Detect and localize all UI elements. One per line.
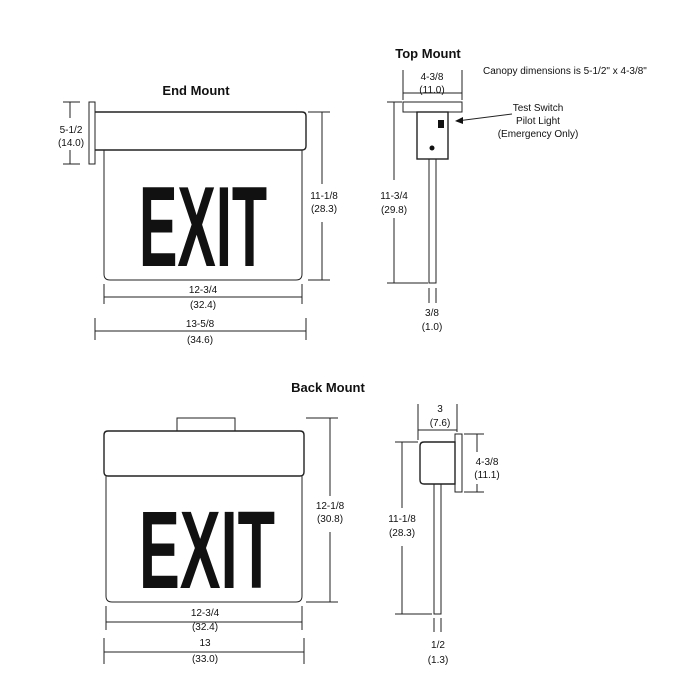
pilot-light-note: Pilot Light (516, 116, 560, 127)
side-view-panel (433, 483, 442, 615)
end-mount-view: End Mount EXIT 5-1/2 (14.0) 11-1/8 (28.3… (58, 83, 338, 346)
back-mount-height-metric: (30.8) (317, 514, 343, 525)
side-view-panel-depth-metric: (1.3) (428, 655, 449, 666)
end-mount-inner-width-dim-line (103, 284, 303, 304)
top-mount-canopy-width-metric: (11.0) (419, 85, 444, 96)
end-mount-canopy (88, 101, 96, 165)
side-view-height-dim-line (395, 441, 432, 615)
back-mount-inner-width: 12-3/4 (191, 608, 220, 619)
back-mount-view: Back Mount EXIT 12-1/8 (30.8) 12-3/4 (32… (103, 380, 366, 665)
top-mount-canopy (402, 101, 463, 113)
back-mount-housing (103, 430, 305, 477)
back-mount-height-dim-line (306, 417, 338, 603)
test-switch-leader-line (456, 113, 513, 122)
back-mount-overall-width: 13 (199, 638, 211, 649)
back-mount-side-view: 3 (7.6) 4-3/8 (11.1) 11-1/8 (28.3) 1/2 (… (388, 404, 500, 666)
top-mount-height-dim-line (387, 101, 428, 284)
end-mount-canopy-dim-line (63, 101, 80, 165)
canopy-note: Canopy dimensions is 5-1/2" x 4-3/8" (483, 66, 647, 77)
end-mount-title: End Mount (162, 83, 230, 98)
end-mount-overall-width-metric: (34.6) (187, 335, 213, 346)
end-mount-height: 11-1/8 (310, 191, 338, 202)
side-view-height: 11-1/8 (388, 514, 416, 525)
end-mount-exit-legend: EXIT (139, 164, 267, 291)
side-view-canopy-height-metric: (11.1) (474, 470, 499, 481)
back-mount-overall-width-dim-line (103, 638, 305, 664)
back-mount-inner-width-dim-line (105, 606, 303, 630)
side-view-height-metric: (28.3) (389, 528, 415, 539)
top-mount-canopy-width: 4-3/8 (421, 72, 444, 83)
side-view-canopy (454, 433, 463, 493)
top-mount-depth-dim-line (428, 288, 437, 303)
end-mount-canopy-height-metric: (14.0) (58, 138, 84, 149)
back-mount-exit-legend: EXIT (139, 489, 275, 612)
end-mount-overall-width-dim-line (94, 318, 307, 340)
end-mount-housing (95, 111, 307, 151)
back-mount-overall-width-metric: (33.0) (192, 654, 218, 665)
test-switch-icon (438, 120, 444, 128)
end-mount-inner-width-metric: (32.4) (190, 300, 216, 311)
top-mount-housing (416, 111, 449, 160)
test-switch-note: Test Switch (513, 103, 564, 114)
top-mount-canopy-dim-line (402, 70, 463, 100)
top-mount-height: 11-3/4 (380, 191, 408, 202)
end-mount-inner-width: 12-3/4 (189, 285, 218, 296)
side-view-canopy-height: 4-3/8 (476, 457, 499, 468)
emergency-only-note: (Emergency Only) (498, 129, 579, 140)
top-mount-panel (428, 158, 437, 284)
back-mount-height: 12-1/8 (316, 501, 345, 512)
side-view-depth: 3 (437, 404, 443, 415)
back-mount-title: Back Mount (291, 380, 365, 395)
side-view-panel-depth-dim-line (433, 618, 442, 632)
side-view-housing (419, 441, 456, 485)
top-mount-height-metric: (29.8) (381, 205, 407, 216)
side-view-panel-depth: 1/2 (431, 640, 445, 651)
top-mount-depth-metric: (1.0) (422, 322, 443, 333)
end-mount-overall-width: 13-5/8 (186, 319, 215, 330)
side-view-canopy-dim-line (464, 433, 484, 493)
leader-arrowhead-icon (455, 117, 463, 124)
end-mount-panel (103, 150, 303, 281)
end-mount-height-metric: (28.3) (311, 204, 337, 215)
top-mount-view: Top Mount Canopy dimensions is 5-1/2" x … (380, 46, 647, 333)
back-mount-canopy (176, 417, 236, 432)
end-mount-canopy-height: 5-1/2 (60, 125, 83, 136)
end-mount-height-dim-line (308, 111, 330, 281)
top-mount-title: Top Mount (395, 46, 461, 61)
pilot-light-icon (429, 145, 435, 151)
back-mount-inner-width-metric: (32.4) (192, 622, 218, 633)
side-view-depth-dim-line (417, 404, 458, 440)
back-mount-panel (105, 476, 303, 603)
top-mount-depth: 3/8 (425, 308, 439, 319)
side-view-depth-metric: (7.6) (430, 418, 451, 429)
